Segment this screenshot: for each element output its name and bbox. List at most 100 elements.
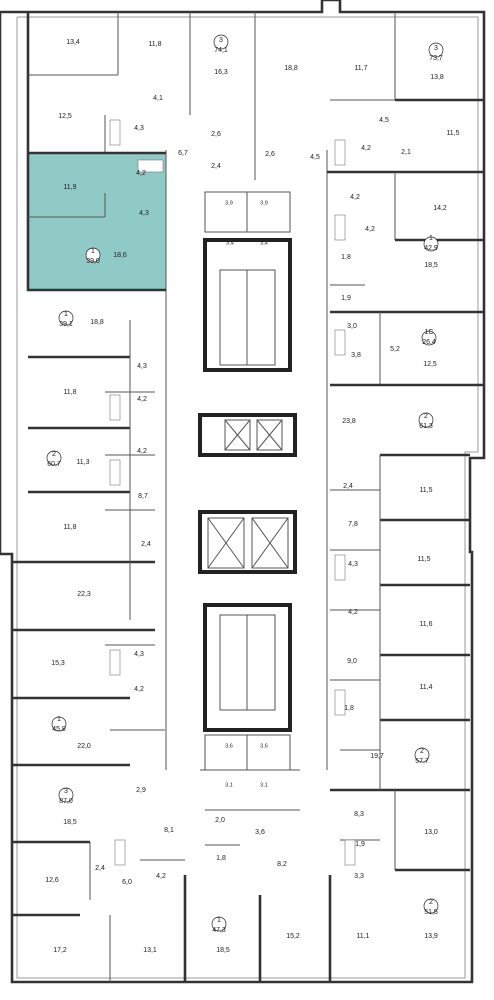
- svg-text:57,7: 57,7: [415, 758, 429, 765]
- room-area: 11,5: [419, 487, 432, 494]
- svg-text:1: 1: [91, 248, 95, 255]
- room-area: 12,5: [58, 113, 72, 120]
- apartment-marker[interactable]: 1 42,9: [423, 235, 439, 252]
- room-area: 4,3: [134, 125, 144, 132]
- apartment-marker[interactable]: 1C 26,4: [421, 329, 437, 346]
- room-area: 11,8: [63, 524, 76, 531]
- apartment-marker[interactable]: 2 57,7: [414, 747, 430, 765]
- room-area: 4,2: [361, 145, 371, 152]
- apartment-marker[interactable]: 1 39,0: [85, 247, 101, 265]
- room-area: 15,2: [286, 933, 300, 940]
- apartment-marker[interactable]: 1 47,3: [211, 916, 227, 934]
- room-area: 2,4: [141, 541, 151, 548]
- svg-text:1: 1: [64, 311, 68, 318]
- svg-text:45,8: 45,8: [52, 726, 66, 733]
- svg-text:51,5: 51,5: [424, 909, 438, 916]
- svg-text:2: 2: [424, 413, 428, 420]
- room-area: 18,8: [284, 65, 298, 72]
- room-area: 3,4: [260, 240, 268, 246]
- svg-text:2: 2: [420, 748, 424, 755]
- svg-text:1: 1: [57, 716, 61, 723]
- apartment-marker[interactable]: 3 73,7: [428, 42, 444, 62]
- highlighted-apartment[interactable]: [28, 153, 166, 290]
- room-area: 3,1: [260, 782, 268, 788]
- room-area: 11,1: [356, 933, 369, 940]
- room-area: 18,5: [216, 947, 230, 954]
- room-area: 3,8: [351, 352, 361, 359]
- room-area: 2,6: [265, 151, 275, 158]
- room-area: 1,8: [216, 855, 226, 862]
- room-area: 11,4: [419, 684, 432, 691]
- room-area: 13,9: [424, 933, 438, 940]
- room-area: 4,2: [136, 170, 146, 177]
- apartment-marker[interactable]: 3 87,0: [58, 787, 74, 805]
- room-area: 8,7: [138, 493, 148, 500]
- room-area: 4,1: [153, 95, 163, 102]
- room-area: 11,8: [63, 389, 76, 396]
- room-area: 18,5: [424, 262, 438, 269]
- room-area: 18,6: [113, 252, 127, 259]
- room-area: 2,1: [401, 149, 411, 156]
- room-area: 19,7: [370, 753, 384, 760]
- svg-text:73,7: 73,7: [429, 55, 443, 62]
- room-area: 3,1: [225, 782, 233, 788]
- svg-text:3: 3: [219, 37, 223, 44]
- outer-window-band: [16, 16, 479, 979]
- room-area: 4,3: [139, 210, 149, 217]
- room-area: 22,3: [77, 591, 91, 598]
- svg-text:2: 2: [429, 899, 433, 906]
- apartment-marker[interactable]: 1 45,8: [51, 716, 67, 733]
- room-area: 3,0: [347, 323, 357, 330]
- svg-text:61,3: 61,3: [419, 423, 433, 430]
- apartment-marker[interactable]: 2 60,7: [46, 450, 62, 468]
- room-area: 13,0: [424, 829, 438, 836]
- svg-text:42,9: 42,9: [424, 245, 438, 252]
- svg-text:60,7: 60,7: [47, 461, 61, 468]
- room-area: 1,8: [344, 705, 354, 712]
- room-area: 3,6: [260, 743, 268, 749]
- room-area: 11,7: [354, 65, 367, 72]
- room-area: 3,3: [354, 873, 364, 880]
- room-area: 11,9: [63, 184, 76, 191]
- room-area: 2,4: [211, 163, 221, 170]
- room-area: 6,0: [122, 879, 132, 886]
- room-area: 2,4: [95, 865, 105, 872]
- room-area: 4,2: [365, 226, 375, 233]
- room-area: 11,6: [419, 621, 432, 628]
- svg-text:3: 3: [64, 788, 68, 795]
- room-area: 1,9: [341, 295, 351, 302]
- apartment-marker[interactable]: 2 61,3: [418, 412, 434, 430]
- svg-text:3: 3: [434, 45, 438, 52]
- left-unit-walls: [12, 12, 256, 982]
- room-area: 2,4: [343, 483, 353, 490]
- apartment-marker[interactable]: 3 74,1: [213, 34, 229, 54]
- room-area: 17,2: [53, 947, 67, 954]
- room-area: 23,8: [342, 418, 356, 425]
- room-area: 4,2: [137, 396, 147, 403]
- room-area: 2,0: [215, 817, 225, 824]
- room-area: 13,1: [143, 947, 157, 954]
- svg-text:1: 1: [217, 917, 221, 924]
- svg-text:74,1: 74,1: [214, 47, 228, 54]
- room-area: 4,5: [310, 154, 320, 161]
- room-area: 11,8: [148, 41, 161, 48]
- bathroom-fixtures: [109, 119, 356, 866]
- room-area: 2,9: [136, 787, 146, 794]
- room-area: 18,5: [63, 819, 77, 826]
- room-area: 14,2: [433, 205, 447, 212]
- building-outline: [0, 0, 486, 984]
- svg-text:87,0: 87,0: [59, 798, 73, 805]
- apartment-marker[interactable]: 1 39,1: [58, 310, 74, 328]
- room-area: 8,2: [277, 861, 287, 868]
- apartment-marker[interactable]: 2 51,5: [423, 898, 439, 916]
- room-area: 18,8: [90, 319, 104, 326]
- room-area: 4,3: [137, 363, 147, 370]
- room-area: 11,5: [446, 130, 459, 137]
- room-area: 8,3: [354, 811, 364, 818]
- room-area: 4,2: [137, 448, 147, 455]
- room-area: 9,0: [347, 658, 357, 665]
- svg-text:1: 1: [429, 235, 433, 242]
- room-area: 3,6: [255, 829, 265, 836]
- room-area: 1,8: [341, 254, 351, 261]
